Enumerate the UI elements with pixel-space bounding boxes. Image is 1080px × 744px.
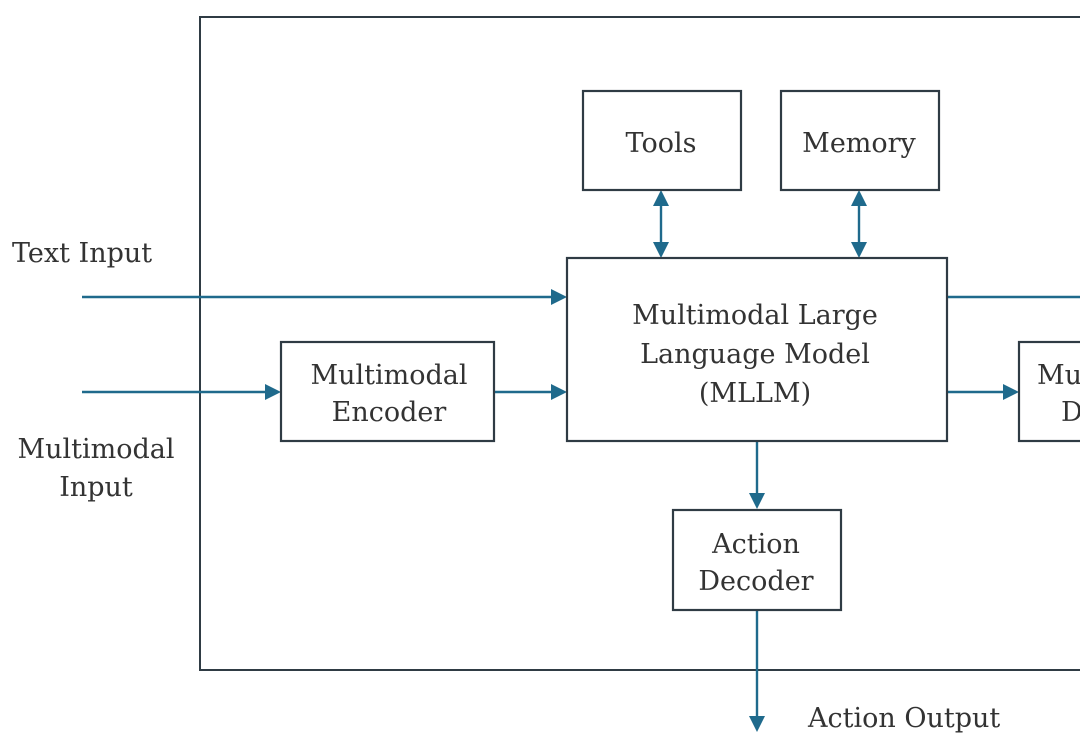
mllm-label-line2: Language Model bbox=[640, 339, 870, 370]
action-decoder-label-line2: Decoder bbox=[698, 566, 813, 597]
partial-decoder-label-line2: D bbox=[1061, 397, 1080, 428]
tools-up-arrowhead bbox=[653, 190, 669, 206]
tools-label: Tools bbox=[626, 128, 697, 159]
partial-decoder-label-line1: Mu bbox=[1037, 360, 1080, 391]
mllm-to-decoder-arrowhead bbox=[1003, 384, 1019, 400]
mllm-label-line3: (MLLM) bbox=[699, 378, 811, 409]
encoder-box bbox=[279, 340, 496, 443]
text-input-arrowhead bbox=[551, 289, 567, 305]
memory-down-arrowhead bbox=[851, 242, 867, 258]
encoder-to-mllm-arrowhead bbox=[551, 384, 567, 400]
multimodal-input-label-line1: Multimodal bbox=[17, 434, 174, 465]
encoder-label-line1: Multimodal bbox=[310, 360, 467, 391]
partial-decoder-box bbox=[1017, 340, 1080, 443]
multimodal-input-arrowhead bbox=[265, 384, 281, 400]
memory-box bbox=[779, 89, 941, 192]
tools-box bbox=[581, 89, 743, 192]
mllm-to-action-decoder-arrowhead bbox=[749, 493, 765, 509]
text-input-label: Text Input bbox=[12, 238, 152, 269]
action-decoder-box bbox=[671, 508, 843, 612]
multimodal-input-label-line2: Input bbox=[59, 472, 133, 503]
action-output-label: Action Output bbox=[807, 703, 1000, 734]
memory-up-arrowhead bbox=[851, 190, 867, 206]
tools-down-arrowhead bbox=[653, 242, 669, 258]
action-decoder-label-line1: Action bbox=[711, 529, 800, 560]
agent-frame bbox=[199, 16, 1080, 671]
memory-label: Memory bbox=[802, 128, 916, 159]
encoder-label-line2: Encoder bbox=[332, 397, 447, 428]
mllm-label-line1: Multimodal Large bbox=[632, 300, 878, 331]
mllm-box bbox=[565, 256, 949, 443]
action-output-arrowhead bbox=[749, 716, 765, 732]
